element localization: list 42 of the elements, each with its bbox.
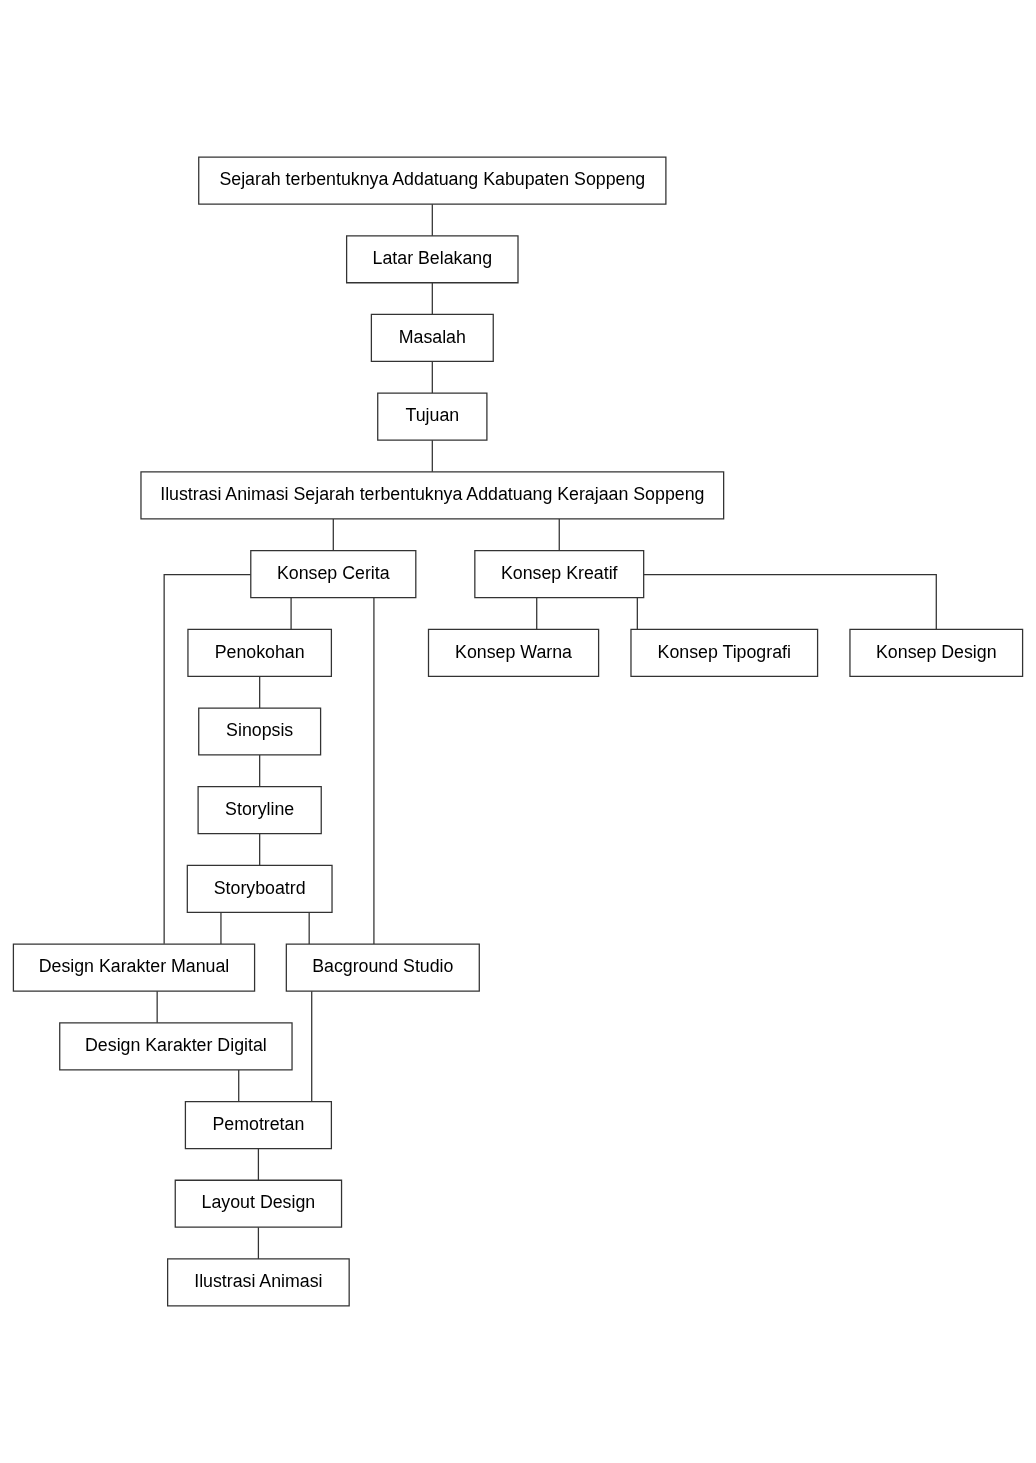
- connector: [220, 911, 222, 945]
- connector: [259, 833, 261, 866]
- node-box: Layout Design: [174, 1179, 343, 1228]
- connector: [238, 1069, 240, 1103]
- connector: [311, 990, 313, 1102]
- node-box: Ilustrasi Animasi: [167, 1258, 350, 1307]
- connector: [431, 282, 433, 315]
- node-box: Konsep Kreatif: [474, 549, 645, 599]
- node-box: Konsep Cerita: [250, 549, 417, 599]
- connector: [643, 574, 937, 630]
- node-box: Konsep Tipografi: [630, 628, 819, 677]
- node-box: Storyline: [197, 786, 322, 835]
- node-box: Konsep Design: [849, 628, 1024, 677]
- node-box: Design Karakter Manual: [12, 943, 256, 992]
- node-box: Sinopsis: [198, 707, 322, 756]
- connector: [259, 754, 261, 788]
- node-box: Penokohan: [187, 628, 333, 677]
- connector: [257, 1226, 260, 1260]
- node-box: Masalah: [370, 313, 494, 363]
- node-box: Tujuan: [377, 392, 488, 441]
- node-box: Bacground Studio: [285, 943, 480, 992]
- connector: [431, 439, 433, 473]
- node-box: Storyboatrd: [186, 864, 333, 914]
- connector: [332, 518, 334, 552]
- node-box: Ilustrasi Animasi Sejarah terbentuknya Addatuang Kerajaan Soppeng: [140, 471, 725, 520]
- connector: [308, 911, 310, 945]
- connector: [431, 360, 433, 394]
- connector: [373, 597, 375, 945]
- connector: [163, 574, 252, 945]
- connector: [431, 203, 433, 237]
- connector: [290, 597, 292, 630]
- connector: [259, 675, 261, 709]
- connector: [257, 1148, 260, 1181]
- connector: [558, 518, 560, 552]
- node-box: Sejarah terbentuknya Addatuang Kabupaten Soppeng: [198, 156, 667, 205]
- node-box: Konsep Warna: [427, 628, 600, 677]
- connector: [536, 597, 538, 630]
- node-box: Pemotretan: [184, 1100, 333, 1150]
- connector: [636, 597, 638, 630]
- node-box: Design Karakter Digital: [59, 1022, 293, 1071]
- connector: [156, 990, 158, 1024]
- node-box: Latar Belakang: [346, 235, 519, 284]
